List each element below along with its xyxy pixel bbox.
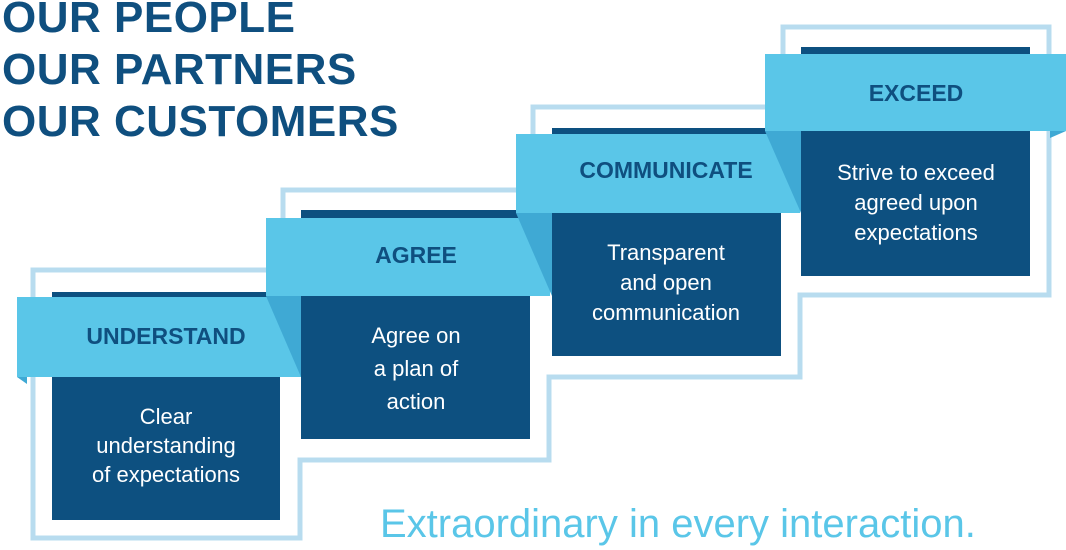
step-communicate-desc-line-2: and open xyxy=(620,270,712,295)
headline-line-people: OUR PEOPLE xyxy=(2,0,296,42)
step-understand-ribbon-fold xyxy=(17,377,27,384)
step-agree-title: AGREE xyxy=(375,242,457,268)
step-communicate: COMMUNICATE Transparent and open communi… xyxy=(516,128,800,356)
step-agree-desc-line-3: action xyxy=(387,389,446,414)
step-understand-desc-line-1: Clear xyxy=(140,404,193,429)
step-exceed-desc-line-3: expectations xyxy=(854,220,978,245)
step-understand: UNDERSTAND Clear understanding of expect… xyxy=(17,292,301,520)
step-agree-desc-line-1: Agree on xyxy=(371,323,460,348)
headline-line-customers: OUR CUSTOMERS xyxy=(2,97,399,146)
step-understand-title: UNDERSTAND xyxy=(86,323,245,349)
headline: OUR PEOPLE OUR PARTNERS OUR CUSTOMERS xyxy=(2,0,399,148)
step-understand-desc-line-3: of expectations xyxy=(92,462,240,487)
step-communicate-ribbon xyxy=(516,134,800,213)
step-understand-desc-line-2: understanding xyxy=(96,433,235,458)
step-agree: AGREE Agree on a plan of action xyxy=(266,210,550,439)
step-exceed-ribbon-fold xyxy=(765,131,801,213)
step-communicate-ribbon-fold xyxy=(516,213,552,296)
headline-line-partners: OUR PARTNERS xyxy=(2,45,357,94)
step-agree-desc-line-2: a plan of xyxy=(374,356,459,381)
step-agree-ribbon xyxy=(266,218,550,296)
step-exceed-ribbon xyxy=(765,54,1066,131)
step-exceed: EXCEED Strive to exceed agreed upon expe… xyxy=(765,47,1066,276)
step-communicate-desc-line-1: Transparent xyxy=(607,240,725,265)
tagline: Extraordinary in every interaction. xyxy=(380,502,976,546)
step-communicate-title: COMMUNICATE xyxy=(579,157,752,183)
step-understand-ribbon xyxy=(17,297,301,377)
step-agree-ribbon-fold xyxy=(266,296,301,377)
staircase-outline xyxy=(30,24,1052,541)
step-exceed-desc-line-2: agreed upon xyxy=(854,190,978,215)
step-exceed-ribbon-tail xyxy=(1050,131,1066,138)
step-exceed-desc-line-1: Strive to exceed xyxy=(837,160,995,185)
step-communicate-desc-line-3: communication xyxy=(592,300,740,325)
step-exceed-title: EXCEED xyxy=(869,80,964,106)
